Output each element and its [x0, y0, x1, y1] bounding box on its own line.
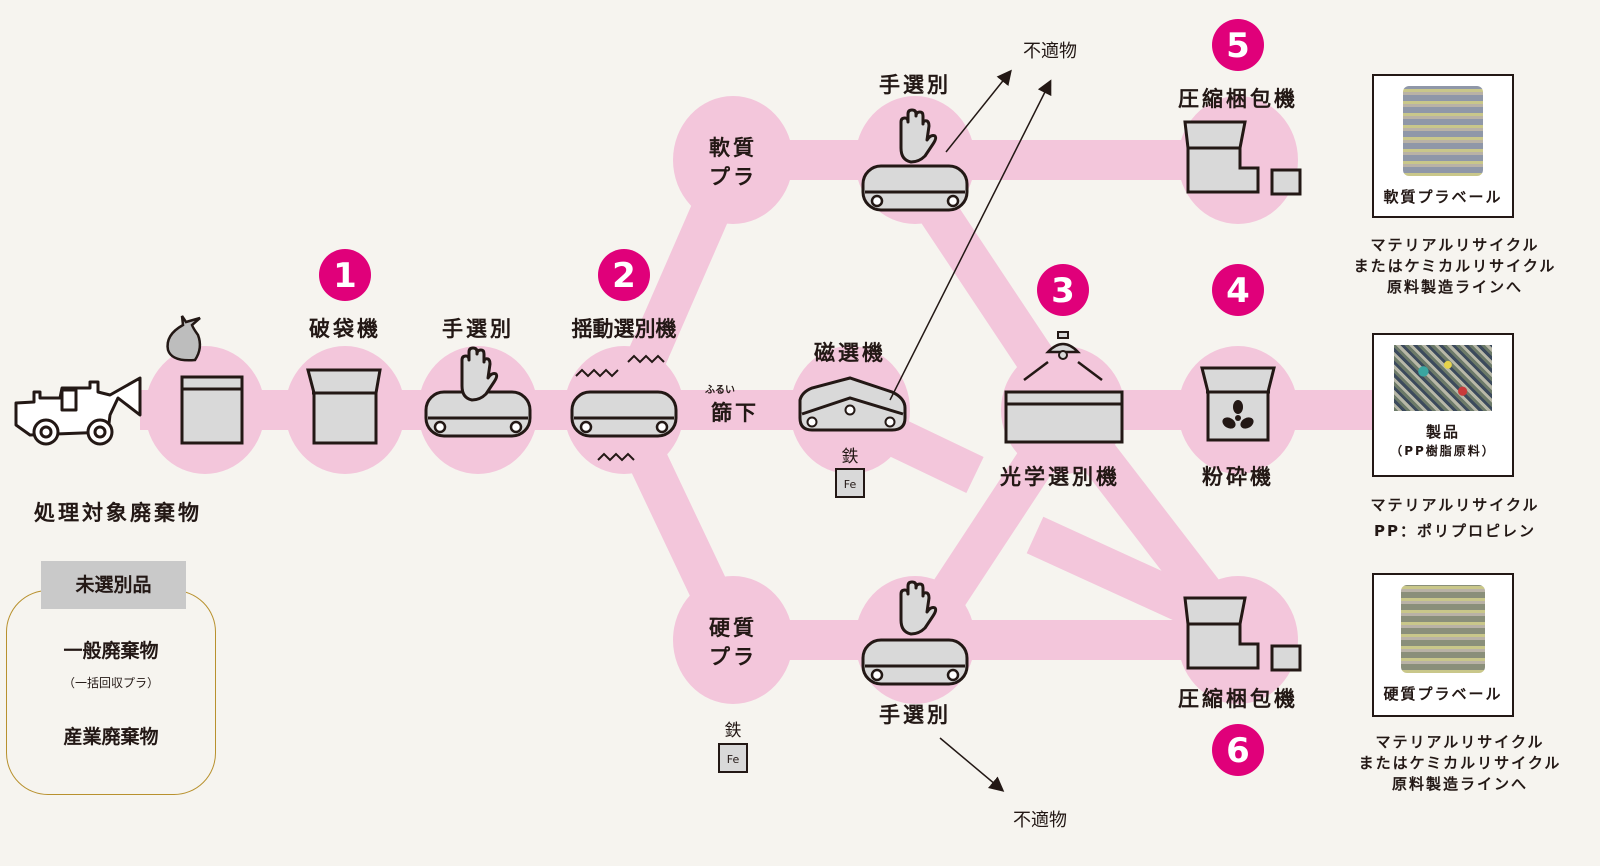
magnetic-label: 磁選機: [814, 341, 886, 365]
sieve-ruby: ふるい: [705, 384, 735, 396]
conveyor-bottom-icon: [861, 638, 969, 686]
source-label: 処理対象廃棄物: [34, 501, 202, 525]
optical-label: 光学選別機: [999, 465, 1120, 489]
hard-label-2: プラ: [709, 645, 757, 669]
badge-6: [1212, 724, 1264, 776]
legend-industrial-waste: 産業廃棄物: [63, 726, 159, 748]
soft-label-1: 軟質: [709, 136, 757, 160]
hard-label-1: 硬質: [709, 616, 757, 640]
reject-bottom-label: 不適物: [1013, 810, 1067, 831]
badge-2-number: 2: [612, 256, 636, 296]
badge-2: [598, 249, 650, 301]
step-badges: 1 2 3 4 5 6: [319, 19, 1264, 776]
badge-5: [1212, 19, 1264, 71]
iron-label: 鉄: [842, 447, 859, 467]
bag-breaker-label: 破袋機: [309, 317, 381, 341]
product-subtitle: （PP樹脂原料）: [1390, 444, 1496, 458]
crusher-icon: [1200, 366, 1276, 442]
reject-arrow-top-sort: [945, 69, 1012, 153]
hard-bale-notes: マテリアルリサイクル またはケミカルリサイクル 原料製造ラインへ: [1350, 732, 1570, 795]
hand-sort-top-label: 手選別: [879, 73, 951, 97]
garbage-bag-icon: [166, 315, 202, 362]
path-branch-to-baler6: [1026, 516, 1219, 634]
bin-icon: [180, 375, 244, 445]
product-notes: マテリアルリサイクル PP：ポリプロピレン: [1345, 492, 1565, 544]
baler-bottom-label: 圧縮梱包機: [1178, 687, 1298, 711]
legend-header: 未選別品: [41, 561, 186, 609]
output-hard-bale: 硬質プラベール: [1372, 573, 1514, 717]
fe-symbol-hard: Fe: [727, 753, 740, 766]
legend-general-waste: 一般廃棄物: [63, 640, 159, 662]
badge-3-number: 3: [1051, 271, 1075, 311]
node-hard: [673, 576, 793, 704]
badge-3: [1037, 264, 1089, 316]
fe-symbol: Fe: [844, 478, 857, 491]
pellet-photo: [1394, 345, 1492, 411]
output-soft-bale: 軟質プラベール: [1372, 74, 1514, 218]
hard-bale-photo: [1401, 585, 1485, 673]
optical-sorter-icon: [1004, 331, 1124, 444]
product-title: 製品: [1425, 423, 1460, 441]
conveyor-top-icon: [861, 164, 969, 212]
baler-top-label: 圧縮梱包機: [1178, 87, 1298, 111]
badge-1: [319, 249, 371, 301]
product-note-1: マテリアルリサイクル: [1370, 496, 1540, 514]
crusher-label: 粉砕機: [1202, 465, 1274, 489]
soft-bale-photo: [1403, 86, 1483, 176]
reject-top-label: 不適物: [1023, 41, 1077, 62]
hand-sort-1-label: 手選別: [442, 317, 514, 341]
soft-bale-notes: マテリアルリサイクル またはケミカルリサイクル 原料製造ラインへ: [1345, 235, 1565, 298]
hand-sort-bottom-label: 手選別: [879, 703, 951, 727]
badge-4: [1212, 264, 1264, 316]
vibration-icon: [575, 354, 665, 462]
hard-note-2: またはケミカルリサイクル: [1358, 754, 1562, 772]
shaker-label: 揺動選別機: [572, 317, 677, 341]
bag-breaker-icon: [306, 368, 382, 445]
hard-iron-label: 鉄: [725, 721, 742, 741]
shaker-conveyor-icon: [570, 390, 678, 438]
hard-note-1: マテリアルリサイクル: [1375, 733, 1545, 751]
hard-bale-title: 硬質プラベール: [1383, 685, 1503, 703]
soft-label-2: プラ: [709, 165, 757, 189]
product-note-2: PP：ポリプロピレン: [1374, 522, 1536, 540]
legend-general-waste-note: （一括回収プラ）: [62, 676, 159, 690]
soft-note-2: またはケミカルリサイクル: [1353, 257, 1557, 275]
sieve-under-label: 篩下: [711, 401, 759, 425]
soft-note-3: 原料製造ラインへ: [1386, 278, 1523, 296]
reject-arrow-magnetic: [889, 79, 1052, 401]
soft-note-1: マテリアルリサイクル: [1370, 236, 1540, 254]
badge-1-number: 1: [333, 256, 357, 296]
output-product: 製品 （PP樹脂原料）: [1372, 333, 1514, 477]
soft-bale-title: 軟質プラベール: [1383, 188, 1503, 206]
badge-5-number: 5: [1226, 26, 1250, 66]
legend-box: [6, 590, 216, 795]
magnetic-separator-icon: [798, 376, 907, 432]
badge-6-number: 6: [1226, 731, 1250, 771]
reject-arrow-bottom-sort: [939, 737, 1005, 792]
node-soft: [673, 96, 793, 224]
hard-note-3: 原料製造ラインへ: [1391, 775, 1528, 793]
badge-4-number: 4: [1226, 271, 1250, 311]
wheel-loader-icon: [14, 376, 142, 446]
